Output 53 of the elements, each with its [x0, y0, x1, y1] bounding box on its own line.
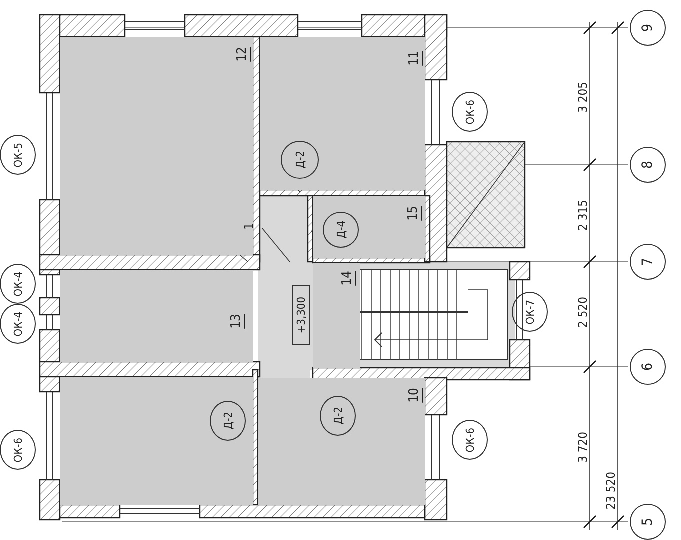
room-floor: [60, 270, 253, 362]
axis-number: 8: [641, 160, 655, 169]
dimension-value: 3 205: [577, 82, 589, 113]
room-floor: [60, 37, 253, 255]
door-tag: [323, 212, 359, 248]
tag-label: ОК-5: [12, 142, 24, 168]
dimension-value: 23 520: [605, 472, 617, 510]
door-tag: [320, 396, 356, 436]
stair-hall-floor: [313, 263, 360, 368]
axis-number: 6: [641, 362, 655, 371]
room-number: 10: [408, 388, 421, 403]
tag-label: ОК-7: [524, 300, 536, 324]
level-mark: [292, 285, 310, 345]
tag-label: ОК-6: [464, 100, 476, 124]
room-floor: [258, 378, 425, 505]
tag-label: Д-4: [336, 221, 346, 239]
dimension-value: 2 315: [577, 200, 589, 231]
tag-label: ОК-6: [464, 428, 476, 452]
room-number: 15: [407, 206, 420, 221]
axis-bubble: [630, 10, 666, 46]
window-tag: [452, 92, 488, 132]
door-tag: [210, 401, 246, 441]
room-number: 12: [236, 47, 249, 62]
window-tag: [452, 420, 488, 460]
tag-label: ОК-6: [12, 438, 24, 462]
window-tag: [0, 135, 36, 175]
door-number: 1: [243, 223, 255, 230]
tag-label: ОК-4: [12, 272, 24, 296]
tag-label: Д-2: [332, 407, 344, 425]
dimension-value: 3 720: [577, 432, 589, 463]
axis-bubble: [630, 147, 666, 183]
axis-number: 5: [641, 518, 655, 526]
room-number: 13: [230, 314, 243, 329]
window-tag: [0, 304, 36, 344]
room-floor: [260, 37, 425, 190]
level-value: +3,300: [296, 296, 306, 334]
dimension-value: 2 520: [577, 297, 589, 328]
window-tag: [0, 430, 36, 470]
tag-label: ОК-4: [12, 312, 24, 336]
axis-number: 9: [641, 24, 655, 32]
tag-label: Д-2: [294, 151, 306, 169]
room-number: 11: [408, 51, 421, 66]
axis-bubble: [630, 349, 666, 385]
axis-bubble: [630, 504, 666, 540]
axis-bubble: [630, 244, 666, 280]
window-tag: [0, 264, 36, 304]
room-number: 14: [341, 271, 354, 286]
door-tag: [281, 141, 319, 179]
axis-number: 7: [641, 258, 655, 266]
window-tag: [512, 292, 548, 332]
tag-label: Д-2: [222, 412, 234, 430]
room-floor: [313, 196, 425, 258]
room-floor: [60, 377, 253, 505]
